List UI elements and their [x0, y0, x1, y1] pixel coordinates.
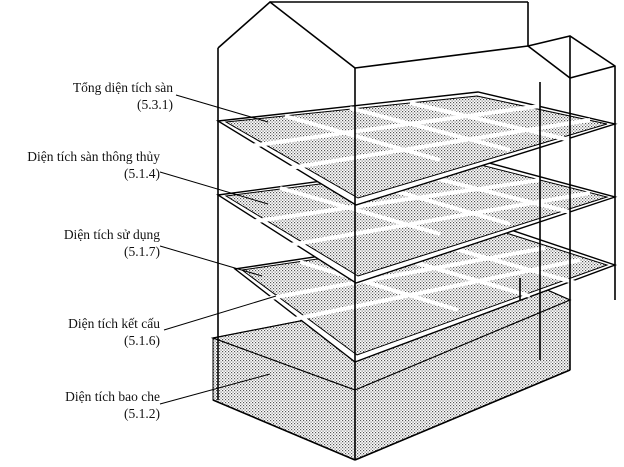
leader-lines: [159, 94, 277, 405]
label-structural-area: Diện tích kết cấu (5.1.6): [68, 315, 160, 349]
leader-line-5: [159, 373, 271, 405]
label-clear-floor-area-code: (5.1.4): [124, 166, 160, 181]
label-clear-floor-area-name: Diện tích sàn thông thủy: [27, 149, 160, 164]
label-total-floor-area-name: Tổng diện tích sàn: [72, 80, 173, 95]
leader-line-4: [163, 295, 277, 331]
label-envelope-area: Diện tích bao che (5.1.2): [65, 388, 160, 422]
label-structural-area-code: (5.1.6): [124, 333, 160, 348]
leader-line-2: [159, 171, 269, 205]
label-usable-area-name: Diện tích sử dụng: [63, 227, 160, 242]
label-envelope-area-code: (5.1.2): [124, 406, 160, 421]
label-structural-area-name: Diện tích kết cấu: [68, 316, 160, 331]
floor-slab-2: [216, 159, 618, 284]
building-outline: [212, 0, 616, 461]
label-usable-area: Diện tích sử dụng (5.1.7): [64, 226, 160, 260]
label-total-floor-area-code: (5.3.1): [137, 97, 173, 112]
leader-line-1: [175, 94, 269, 123]
label-total-floor-area: Tổng diện tích sàn (5.3.1): [73, 79, 173, 113]
leader-line-3: [159, 245, 263, 277]
label-envelope-area-name: Diện tích bao che: [65, 389, 160, 404]
label-clear-floor-area: Diện tích sàn thông thủy (5.1.4): [27, 148, 160, 182]
floor-slab-3: [215, 91, 618, 206]
label-usable-area-code: (5.1.7): [124, 244, 160, 259]
